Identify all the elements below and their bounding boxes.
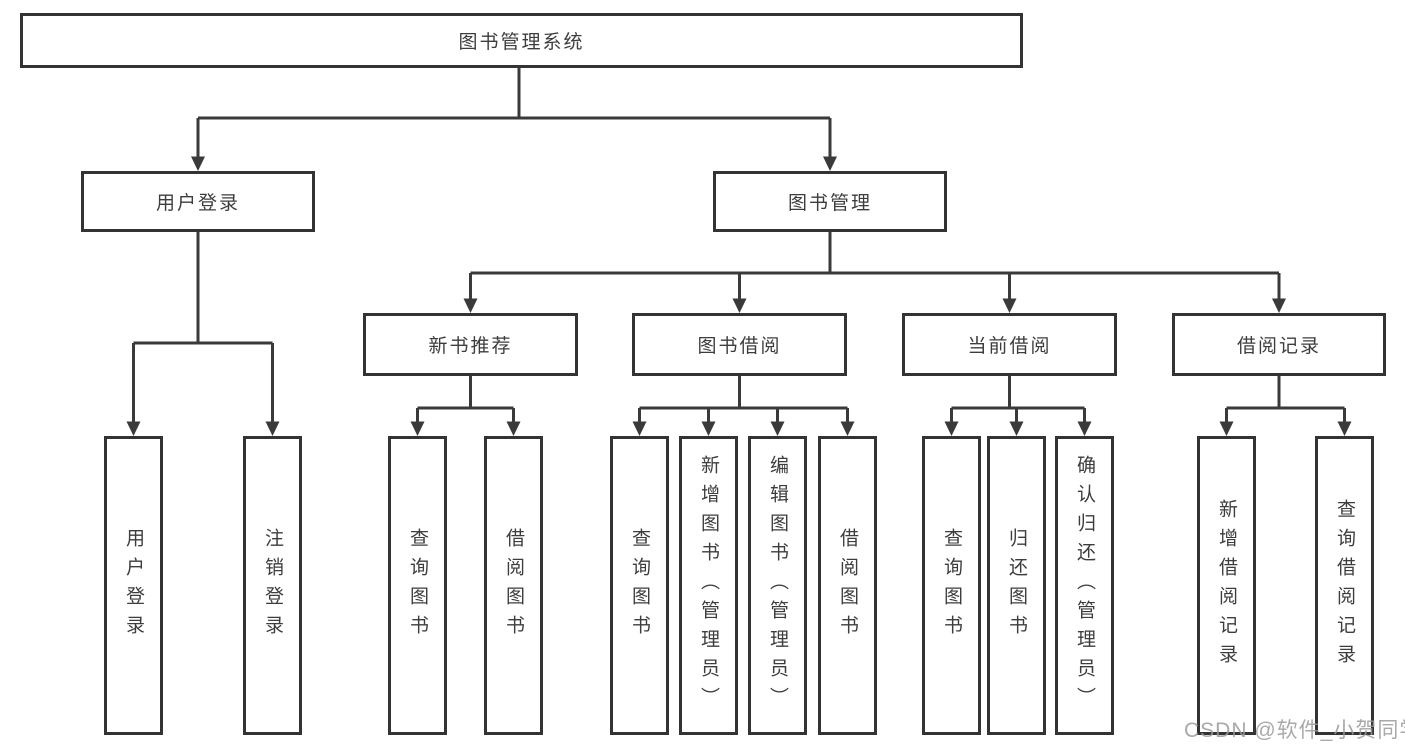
node-label: 图书管理: [787, 193, 872, 214]
leaf-query-books-current: 查询图书: [922, 436, 981, 735]
leaf-label: 新增借阅记录: [1216, 498, 1237, 673]
node-new-book-recommend: 新书推荐: [363, 313, 578, 376]
arrowhead-icon: [840, 421, 855, 436]
leaf-label: 新增图书（管理员）: [698, 455, 719, 716]
node-label: 当前借阅: [967, 336, 1052, 357]
leaf-user-login: 用户登录: [104, 436, 163, 735]
arrowhead-icon: [732, 298, 747, 313]
arrowhead-icon: [1009, 421, 1024, 436]
arrowhead-icon: [944, 421, 959, 436]
leaf-query-books-recommend: 查询图书: [388, 436, 447, 735]
arrowhead-icon: [126, 421, 141, 436]
arrowhead-icon: [770, 421, 785, 436]
node-borrow-records: 借阅记录: [1172, 313, 1386, 376]
node-book-borrow: 图书借阅: [632, 313, 847, 376]
arrowhead-icon: [1077, 421, 1092, 436]
leaf-logout: 注销登录: [243, 436, 302, 735]
arrowhead-icon: [265, 421, 280, 436]
leaf-add-borrow-record: 新增借阅记录: [1197, 436, 1256, 735]
arrowhead-icon: [1272, 298, 1286, 313]
node-book-management: 图书管理: [713, 171, 947, 232]
leaf-edit-books-admin: 编辑图书（管理员）: [748, 436, 807, 735]
leaf-label: 查询图书: [941, 527, 962, 644]
node-label: 借阅记录: [1236, 336, 1321, 357]
leaf-borrow-books: 借阅图书: [818, 436, 877, 735]
leaf-label: 查询图书: [407, 527, 428, 644]
leaf-label: 注销登录: [262, 527, 283, 644]
tree-branch-lines: [132, 68, 1346, 422]
arrowhead-icon: [1337, 421, 1352, 436]
node-user-login: 用户登录: [81, 171, 315, 232]
leaf-borrow-books-recommend: 借阅图书: [484, 436, 543, 735]
arrowhead-icon: [1219, 421, 1234, 436]
arrowhead-icon: [1002, 298, 1017, 313]
node-library-system: 图书管理系统: [20, 13, 1023, 68]
leaf-label: 借阅图书: [503, 527, 524, 644]
arrowhead-icon: [410, 421, 425, 436]
leaf-label: 归还图书: [1006, 527, 1027, 644]
node-label: 用户登录: [155, 193, 240, 214]
leaf-query-borrow-record: 查询借阅记录: [1315, 436, 1374, 735]
arrowhead-icon: [701, 421, 716, 436]
leaf-label: 确认归还（管理员）: [1074, 455, 1095, 716]
csdn-watermark: CSDN @软件_小贺同学: [1184, 719, 1405, 742]
node-label: 图书借阅: [697, 336, 782, 357]
node-label: 图书管理系统: [458, 32, 585, 53]
leaf-add-books-admin: 新增图书（管理员）: [679, 436, 738, 735]
leaf-label: 借阅图书: [837, 527, 858, 644]
arrowhead-icon: [463, 298, 478, 313]
leaf-label: 编辑图书（管理员）: [767, 455, 788, 716]
leaf-confirm-return-admin: 确认归还（管理员）: [1055, 436, 1114, 735]
arrowhead-icon: [632, 421, 647, 436]
leaf-label: 查询借阅记录: [1334, 498, 1355, 673]
leaf-label: 查询图书: [629, 527, 650, 644]
node-current-borrow: 当前借阅: [902, 313, 1117, 376]
leaf-query-books-borrow: 查询图书: [610, 436, 669, 735]
leaf-return-books: 归还图书: [987, 436, 1046, 735]
leaf-label: 用户登录: [123, 527, 144, 644]
node-label: 新书推荐: [428, 336, 513, 357]
arrowhead-icon: [823, 156, 837, 171]
arrowhead-icon: [191, 156, 205, 171]
arrowhead-icon: [506, 421, 521, 436]
